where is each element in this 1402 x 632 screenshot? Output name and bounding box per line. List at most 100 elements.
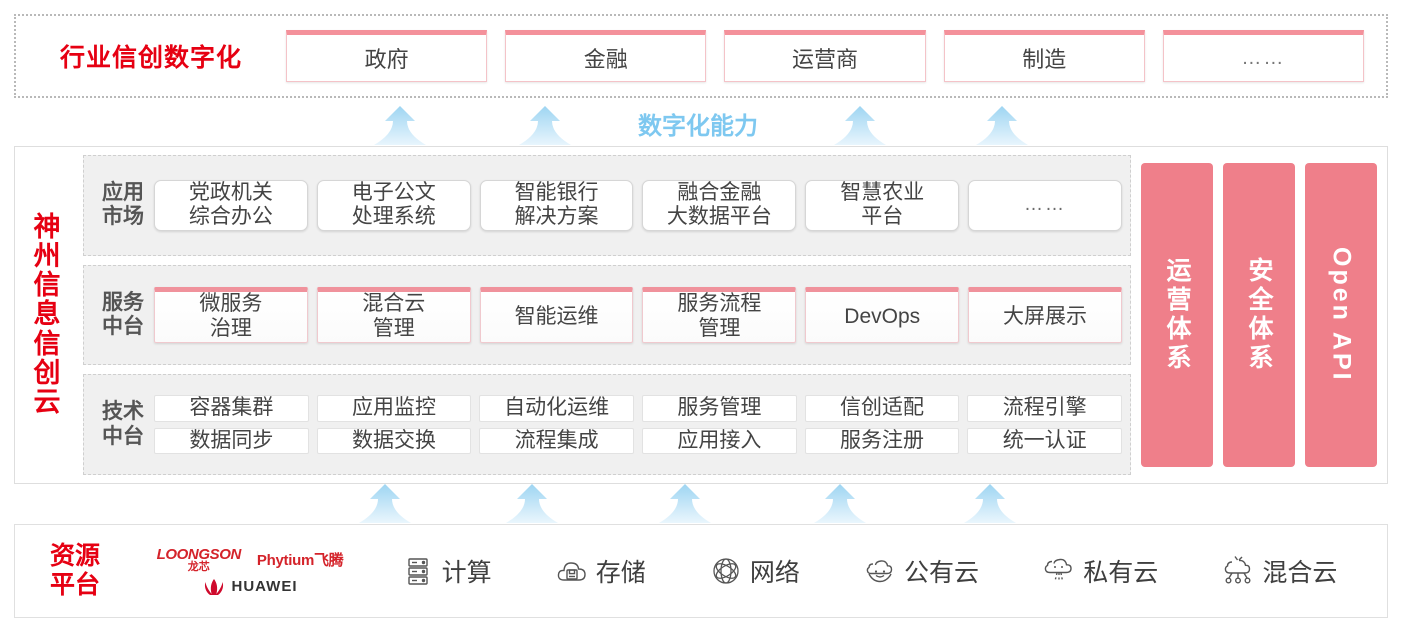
card-line: 管理	[372, 317, 415, 340]
resource-item-list: 计算 存储	[365, 553, 1387, 589]
cloud-title-char: 息	[33, 299, 61, 330]
app-card-more[interactable]: ……	[968, 179, 1122, 232]
card-line: 融合金融	[677, 180, 762, 204]
tier-label-line: 市场	[102, 205, 144, 229]
pillar-label: Open API	[1327, 247, 1356, 383]
cloud-title-char: 信	[33, 270, 61, 301]
tech-card-app-access[interactable]: 应用接入	[642, 427, 797, 455]
card-line: 管理	[698, 317, 741, 340]
up-arrow-icon	[359, 482, 411, 524]
resource-item-public-cloud[interactable]: 公有云	[863, 553, 979, 589]
resource-title-line: 平台	[49, 571, 100, 599]
industry-card-list: 政府 金融 运营商 制造 ……	[286, 30, 1386, 82]
tech-card-process-integration[interactable]: 流程集成	[479, 427, 635, 455]
tech-card-xinchuang-adaptation[interactable]: 信创适配	[804, 394, 960, 422]
cloud-title-char: 州	[33, 241, 61, 272]
up-arrow-icon	[659, 482, 711, 524]
app-card-smart-agriculture[interactable]: 智慧农业 平台	[805, 179, 960, 232]
tier-label-line: 应用	[102, 180, 144, 204]
tier-label-application-market: 应用 市场	[92, 181, 154, 230]
industry-card-finance[interactable]: 金融	[505, 30, 707, 82]
industry-title: 行业信创数字化	[59, 44, 242, 72]
service-card-intelligent-ops[interactable]: 智能运维	[479, 287, 634, 343]
app-card-smart-bank[interactable]: 智能银行 解决方案	[479, 179, 634, 232]
tech-card-automated-ops[interactable]: 自动化运维	[479, 394, 635, 422]
tech-card-process-engine[interactable]: 流程引擎	[967, 394, 1123, 422]
resource-item-storage[interactable]: 存储	[555, 553, 646, 589]
industry-card-government[interactable]: 政府	[286, 30, 488, 82]
tier-card-list: 党政机关 综合办公 电子公文 处理系统 智能银行 解决方案 融合金融	[154, 173, 1122, 239]
card-line: 混合云	[362, 292, 426, 316]
card-line: 智能银行	[514, 180, 599, 204]
tier-card-grid: 容器集群 应用监控 自动化运维 服务管理 信创适配 流程引擎 数据同步 数据交换…	[154, 389, 1123, 461]
pillar-security-system[interactable]: 安全体系	[1223, 163, 1295, 467]
tech-card-container-cluster[interactable]: 容器集群	[154, 394, 309, 422]
huawei-logo-text: HUAWEI	[231, 578, 298, 595]
pillar-operations-system[interactable]: 运营体系	[1141, 163, 1213, 467]
pillar-label: 运营体系	[1163, 257, 1191, 373]
industry-card-manufacturing[interactable]: 制造	[943, 30, 1145, 82]
up-arrow-icon	[814, 482, 866, 524]
card-line: 电子公文	[351, 180, 436, 204]
card-line: 智慧农业	[840, 180, 925, 204]
card-line: 治理	[209, 317, 252, 340]
cloud-container: 神 州 信 息 信 创 云 应用 市场 党政机关 综合办	[14, 146, 1388, 484]
resource-item-label: 混合云	[1262, 559, 1338, 587]
cloud-tier-list: 应用 市场 党政机关 综合办公 电子公文 处理系统 智能银行	[83, 155, 1131, 476]
public-cloud-icon	[863, 554, 897, 588]
card-line: 服务流程	[677, 292, 762, 316]
tier-label-service-platform: 服务 中台	[92, 291, 154, 340]
tier-service-platform: 服务 中台 微服务 治理 混合云 管理 智能运维	[83, 264, 1131, 366]
tech-card-app-monitoring[interactable]: 应用监控	[316, 394, 472, 422]
tier-label-line: 中台	[102, 315, 144, 338]
app-card-edoc-system[interactable]: 电子公文 处理系统	[316, 179, 471, 232]
private-cloud-icon	[1042, 554, 1076, 588]
up-arrow-icon	[976, 104, 1028, 146]
app-card-gov-office[interactable]: 党政机关 综合办公	[154, 179, 308, 232]
tier-label-line: 技术	[102, 400, 144, 424]
industry-card-operator[interactable]: 运营商	[724, 30, 926, 82]
resource-item-hybrid-cloud[interactable]: 混合云	[1221, 553, 1337, 589]
service-card-devops[interactable]: DevOps	[805, 287, 960, 343]
tech-card-service-registry[interactable]: 服务注册	[804, 427, 960, 455]
card-line: 大数据平台	[666, 205, 772, 229]
cloud-title-char: 信	[33, 328, 61, 359]
service-card-microservice-governance[interactable]: 微服务 治理	[154, 287, 308, 343]
card-line: 微服务	[199, 292, 263, 316]
card-line: 综合办公	[188, 205, 273, 229]
tech-card-unified-auth[interactable]: 统一认证	[967, 427, 1123, 455]
tier-label-technology-platform: 技术 中台	[92, 400, 154, 449]
resource-item-compute[interactable]: 计算	[401, 553, 492, 589]
resource-title-line: 资源	[49, 541, 100, 570]
loongson-logo-en: LOONGSON	[156, 545, 242, 563]
up-arrow-icon	[506, 482, 558, 524]
tech-card-data-exchange[interactable]: 数据交换	[316, 427, 472, 455]
service-card-service-process-mgmt[interactable]: 服务流程 管理	[642, 287, 797, 343]
resource-item-label: 计算	[441, 559, 492, 587]
service-card-large-screen-display[interactable]: 大屏展示	[968, 287, 1122, 343]
industry-band: 行业信创数字化 政府 金融 运营商 制造 ……	[14, 14, 1388, 98]
industry-card-more[interactable]: ……	[1162, 30, 1365, 82]
resource-item-label: 存储	[595, 559, 646, 587]
loongson-logo-cn: 龙芯	[187, 560, 210, 573]
tier-card-list: 微服务 治理 混合云 管理 智能运维 服务流程 管理 DevOps	[154, 280, 1122, 350]
cloud-title-char: 创	[33, 357, 61, 388]
tech-card-data-sync[interactable]: 数据同步	[154, 427, 309, 455]
app-card-fintech-bigdata[interactable]: 融合金融 大数据平台	[642, 179, 797, 232]
tier-label-line: 服务	[102, 290, 144, 314]
pillar-list: 运营体系 安全体系 Open API	[1141, 155, 1377, 475]
resource-item-label: 公有云	[904, 559, 980, 587]
huawei-flower-icon	[204, 578, 223, 595]
resource-item-private-cloud[interactable]: 私有云	[1042, 553, 1158, 589]
cloud-body: 应用 市场 党政机关 综合办公 电子公文 处理系统 智能银行	[79, 147, 1387, 483]
tech-row-1: 容器集群 应用监控 自动化运维 服务管理 信创适配 流程引擎	[154, 394, 1123, 422]
hybrid-cloud-icon	[1221, 554, 1255, 588]
resource-item-label: 网络	[749, 559, 800, 587]
resource-platform-band: 资源 平台 LOONGSON 龙芯 Phytium飞腾 HUAWEI	[14, 524, 1388, 618]
pillar-open-api[interactable]: Open API	[1305, 163, 1377, 467]
tech-card-service-mgmt[interactable]: 服务管理	[642, 394, 797, 422]
resource-item-network[interactable]: 网络	[709, 553, 800, 589]
vendor-logo-list: LOONGSON 龙芯 Phytium飞腾 HUAWEI	[135, 547, 365, 596]
up-arrow-icon	[519, 104, 571, 146]
service-card-hybrid-cloud-mgmt[interactable]: 混合云 管理	[316, 287, 471, 343]
